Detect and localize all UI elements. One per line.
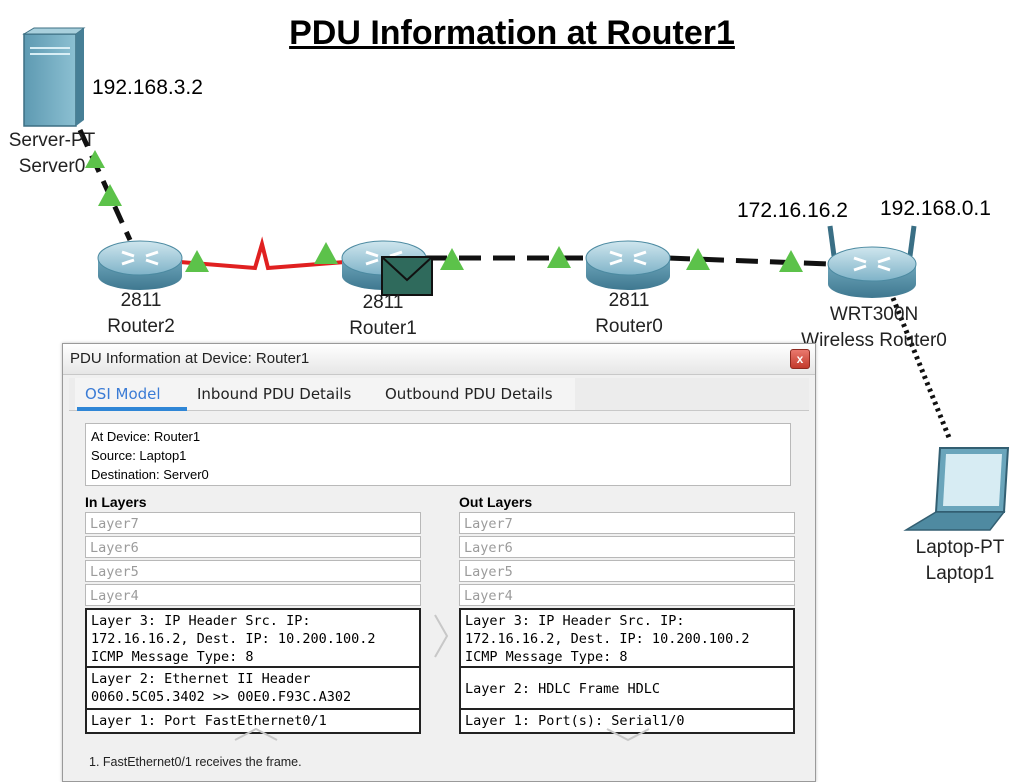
active-tab-indicator (77, 407, 187, 411)
link-server-router2 (77, 128, 133, 242)
in-layers-list: Layer7 Layer6 Layer5 Layer4 Layer 3: IP … (85, 512, 421, 734)
link-up-icon (547, 246, 571, 268)
in-layer-3[interactable]: Layer 3: IP Header Src. IP: 172.16.16.2,… (85, 608, 421, 668)
link-up-icon (185, 250, 209, 272)
router-icon (97, 240, 183, 290)
link-router2-router1-serial (179, 236, 346, 271)
in-layer-4[interactable]: Layer4 (85, 584, 421, 606)
link-up-icon (779, 250, 803, 272)
link-up-icon (98, 184, 122, 206)
out-layer-4[interactable]: Layer4 (459, 584, 795, 606)
out-layer-2[interactable]: Layer 2: HDLC Frame HDLC (459, 668, 795, 710)
in-layers-title: In Layers (85, 494, 147, 510)
destination-text: Destination: Server0 (91, 467, 209, 482)
close-button[interactable]: x (790, 349, 810, 369)
ip-label-wan: 172.16.16.2 (737, 199, 848, 222)
link-wireless-laptop (890, 297, 953, 441)
out-layer-3[interactable]: Layer 3: IP Header Src. IP: 172.16.16.2,… (459, 608, 795, 668)
link-status-icons (85, 150, 803, 272)
pdu-summary-box: At Device: Router1 Source: Laptop1 Desti… (85, 423, 791, 486)
out-layers-list: Layer7 Layer6 Layer5 Layer4 Layer 3: IP … (459, 512, 795, 734)
server-icon (22, 27, 86, 127)
link-up-icon (85, 150, 105, 168)
out-layer-5[interactable]: Layer5 (459, 560, 795, 582)
window-titlebar[interactable]: PDU Information at Device: Router1 x (63, 344, 815, 375)
tab-osi-model[interactable]: OSI Model (85, 385, 161, 403)
in-layer-6[interactable]: Layer6 (85, 536, 421, 558)
tab-inbound-pdu-details[interactable]: Inbound PDU Details (197, 385, 352, 403)
pdu-info-window: PDU Information at Device: Router1 x OSI… (62, 343, 816, 782)
out-layers-title: Out Layers (459, 494, 533, 510)
out-layer-7[interactable]: Layer7 (459, 512, 795, 534)
out-layer-1[interactable]: Layer 1: Port(s): Serial1/0 (459, 710, 795, 734)
in-layer-5[interactable]: Layer5 (85, 560, 421, 582)
wireless-router-icon (827, 225, 917, 298)
at-device-text: At Device: Router1 (91, 429, 201, 444)
in-layer-7[interactable]: Layer7 (85, 512, 421, 534)
router-icon (585, 240, 671, 290)
window-title: PDU Information at Device: Router1 (70, 350, 310, 367)
link-up-icon (440, 248, 464, 270)
link-router0-wireless (667, 255, 831, 267)
ip-label-server: 192.168.3.2 (92, 76, 203, 99)
step-description: 1. FastEthernet0/1 receives the frame. (89, 755, 302, 769)
chevron-right-icon (434, 614, 449, 658)
in-layer-2[interactable]: Layer 2: Ethernet II Header 0060.5C05.34… (85, 668, 421, 710)
ip-label-lan: 192.168.0.1 (880, 197, 991, 220)
chevron-up-icon[interactable] (231, 726, 281, 742)
chevron-down-icon[interactable] (603, 726, 653, 742)
source-text: Source: Laptop1 (91, 448, 187, 463)
link-up-icon (686, 248, 710, 270)
link-up-icon (314, 242, 338, 264)
slide-title: PDU Information at Router1 (289, 14, 735, 52)
tab-strip: OSI Model Inbound PDU Details Outbound P… (69, 378, 809, 411)
pdu-envelope-icon (381, 256, 433, 296)
tab-outbound-pdu-details[interactable]: Outbound PDU Details (385, 385, 553, 403)
out-layer-6[interactable]: Layer6 (459, 536, 795, 558)
laptop-icon (903, 447, 1010, 531)
